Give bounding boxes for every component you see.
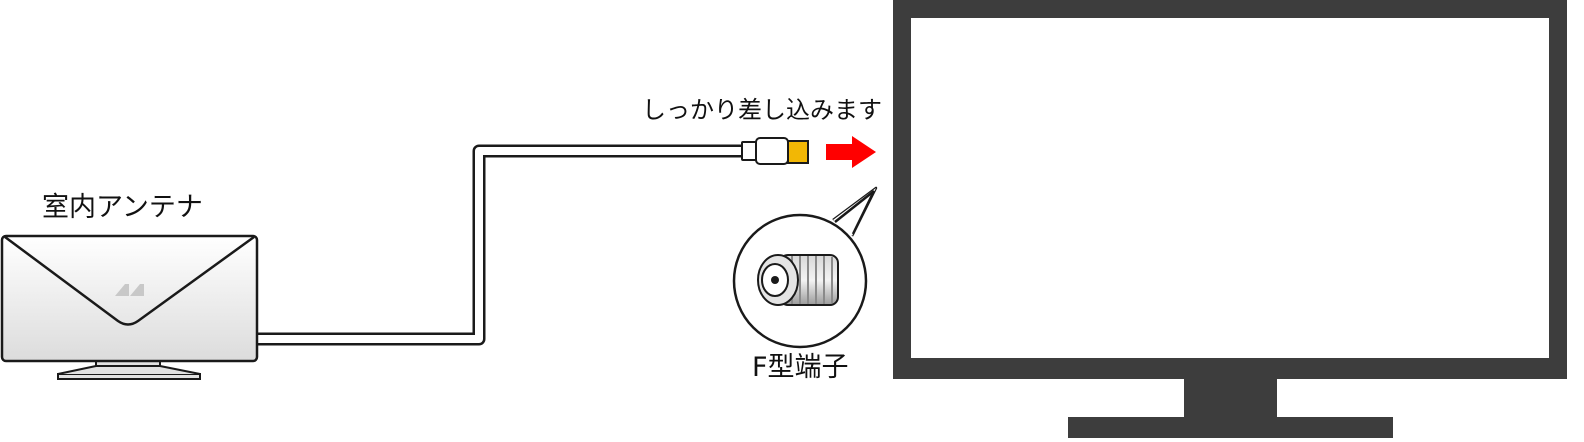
antenna-cable [258,144,748,346]
tv-monitor [893,0,1567,438]
f-plug [741,137,809,165]
tv-stand-neck [1184,379,1277,419]
tv-stand-base [1068,417,1393,438]
tv-screen [911,18,1549,358]
antenna-label: 室内アンテナ [42,192,203,223]
insert-instruction-label: しっかり差し込みます [642,96,882,124]
antenna-logo-icon [115,284,144,296]
right-arrow-icon [826,136,876,168]
indoor-antenna [0,234,259,363]
f-connector-callout [732,186,878,349]
f-connector-label: F型端子 [752,352,849,383]
f-connector-icon [757,254,839,306]
